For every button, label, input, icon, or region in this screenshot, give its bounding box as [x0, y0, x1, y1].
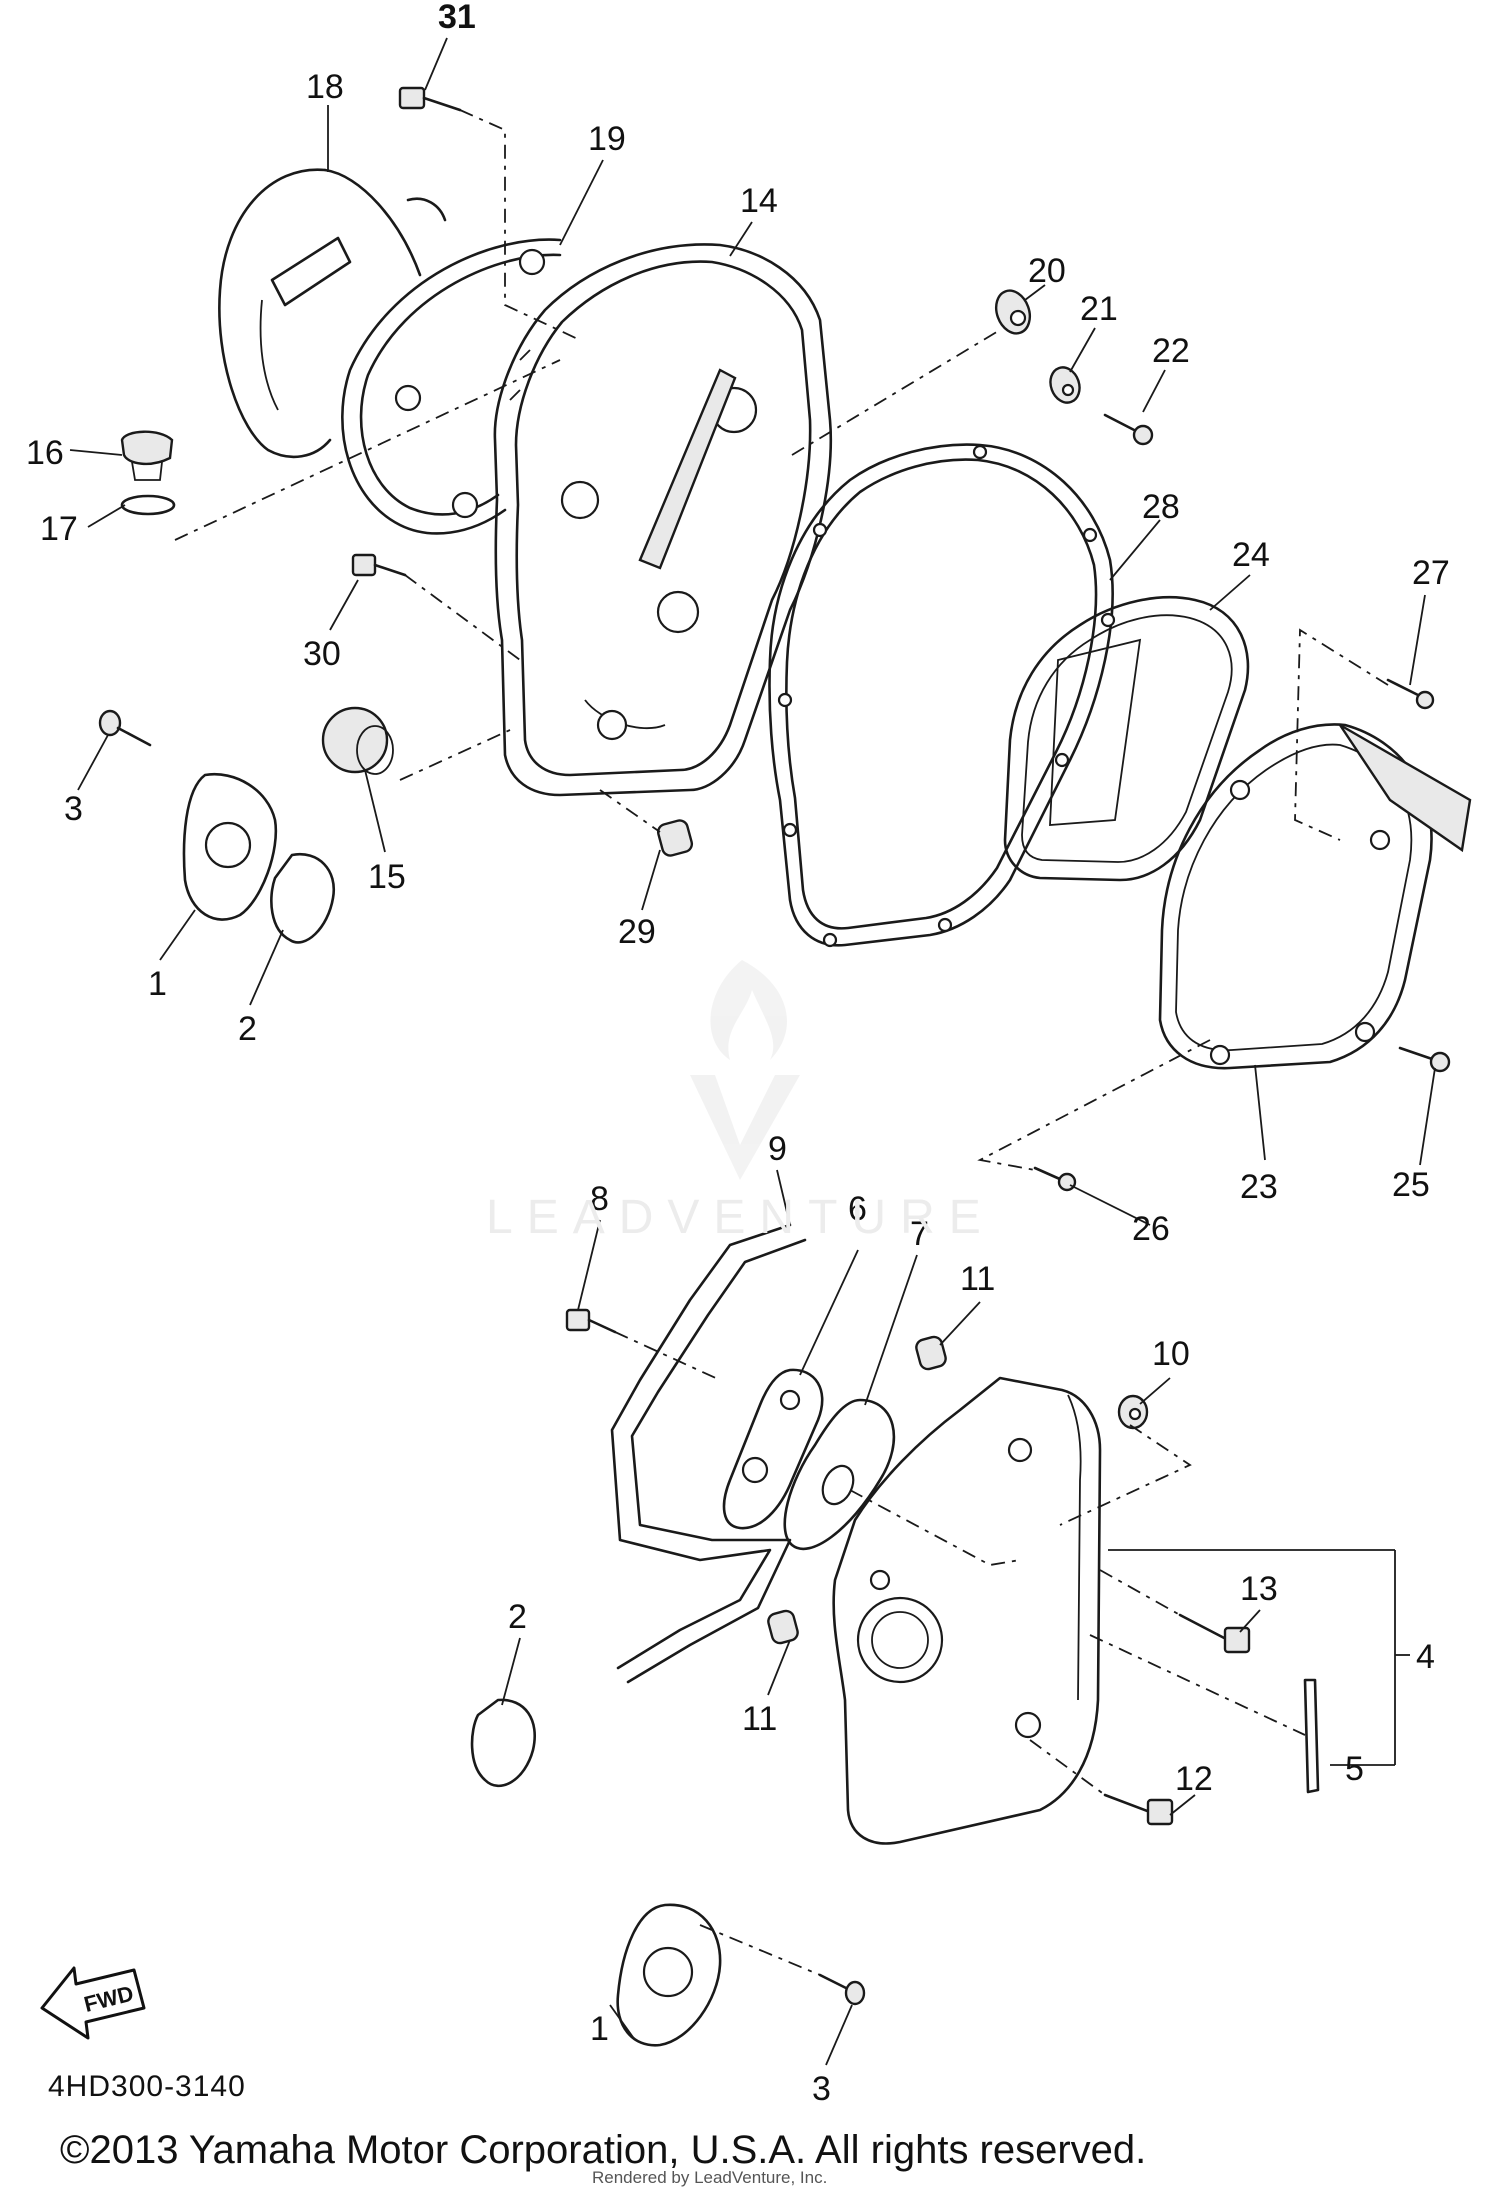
part-15-gear [321, 706, 394, 775]
rendered-by-notice: Rendered by LeadVenture, Inc. [592, 2168, 828, 2187]
callout-9: 9 [768, 1130, 787, 1168]
part-1b-cap [616, 1903, 722, 2047]
part-9-gasket [610, 1223, 807, 1684]
callout-19: 19 [588, 120, 626, 158]
part-24-gasket [1003, 595, 1250, 882]
callout-28: 28 [1142, 488, 1180, 526]
part-22-bolt [1103, 413, 1154, 446]
callout-11a: 11 [960, 1260, 995, 1298]
callout-15: 15 [368, 858, 406, 896]
callout-6: 6 [848, 1190, 867, 1228]
callout-31: 31 [438, 0, 476, 36]
part-23-outer-cover [1158, 723, 1472, 1070]
part-20-damper [994, 289, 1032, 335]
part-25-bolt [1398, 1046, 1451, 1073]
part-11a-dowel [915, 1335, 947, 1371]
watermark-text: LEADVENTURE [486, 1191, 995, 1244]
part-31-bolt [398, 86, 462, 112]
part-3b-bolt [818, 1973, 866, 2006]
callout-20: 20 [1028, 252, 1066, 290]
callout-2b: 2 [508, 1598, 527, 1636]
part-19-gasket [341, 238, 562, 535]
part-5-plate [1303, 1678, 1320, 1794]
callout-27: 27 [1412, 554, 1450, 592]
callout-3b: 3 [812, 2070, 831, 2108]
part-11b-dowel [767, 1609, 799, 1645]
callout-16: 16 [26, 434, 64, 472]
callout-5: 5 [1345, 1750, 1364, 1788]
callout-7: 7 [910, 1215, 929, 1253]
callout-17: 17 [40, 510, 78, 548]
watermark-logo [690, 960, 800, 1180]
part-21-washer [1049, 366, 1081, 404]
part-12-bolt [1103, 1793, 1174, 1826]
part-16-oil-filler-cap [120, 430, 174, 481]
part-2a-gasket [270, 852, 336, 944]
callout-2a: 2 [238, 1010, 257, 1048]
part-3a-bolt [98, 709, 152, 747]
callouts: 31 18 19 14 20 21 22 16 17 28 24 27 30 3… [26, 0, 1450, 2108]
part-18-cover-plate [218, 168, 447, 459]
callout-13: 13 [1240, 1570, 1278, 1608]
callout-3a: 3 [64, 790, 83, 828]
part-4-crankcase-cover [832, 1376, 1102, 1845]
callout-25: 25 [1392, 1166, 1430, 1204]
callout-4: 4 [1416, 1638, 1435, 1676]
callout-12: 12 [1175, 1760, 1213, 1798]
callout-1b: 1 [590, 2010, 609, 2048]
part-29-dowel [656, 819, 694, 857]
part-28-cover-gasket [768, 443, 1116, 948]
part-7-baffle [783, 1398, 896, 1551]
callout-11b: 11 [742, 1700, 777, 1738]
callout-18: 18 [306, 68, 344, 106]
callout-1a: 1 [148, 965, 167, 1003]
callout-8: 8 [590, 1180, 609, 1218]
callout-22: 22 [1152, 332, 1190, 370]
callout-23: 23 [1240, 1168, 1278, 1206]
part-14-crankcase-cover [493, 243, 833, 797]
part-2b-gasket [470, 1698, 536, 1788]
callout-14: 14 [740, 182, 778, 220]
callout-24: 24 [1232, 536, 1270, 574]
part-17-o-ring [120, 494, 176, 516]
part-27-bolt [1386, 678, 1435, 710]
part-6-plate [722, 1368, 824, 1530]
part-13-bolt [1178, 1613, 1251, 1654]
leader-lines [69, 37, 1436, 2066]
callout-21: 21 [1080, 290, 1118, 328]
diagram-code: 4HD300-3140 [48, 2070, 246, 2103]
copyright-notice: ©2013 Yamaha Motor Corporation, U.S.A. A… [60, 2128, 1147, 2172]
part-30-bolt [351, 553, 407, 577]
forward-arrow: FWD [34, 1950, 154, 2050]
callout-26: 26 [1132, 1210, 1170, 1248]
part-8-bolt [565, 1308, 617, 1334]
dashed-lines [174, 109, 1389, 1976]
part-26-bolt [1033, 1166, 1077, 1192]
part-1a-cap [182, 772, 278, 921]
callout-30: 30 [303, 635, 341, 673]
fwd-arrow-icon: FWD [40, 1966, 146, 2040]
callout-29: 29 [618, 913, 656, 951]
callout-10: 10 [1152, 1335, 1190, 1373]
